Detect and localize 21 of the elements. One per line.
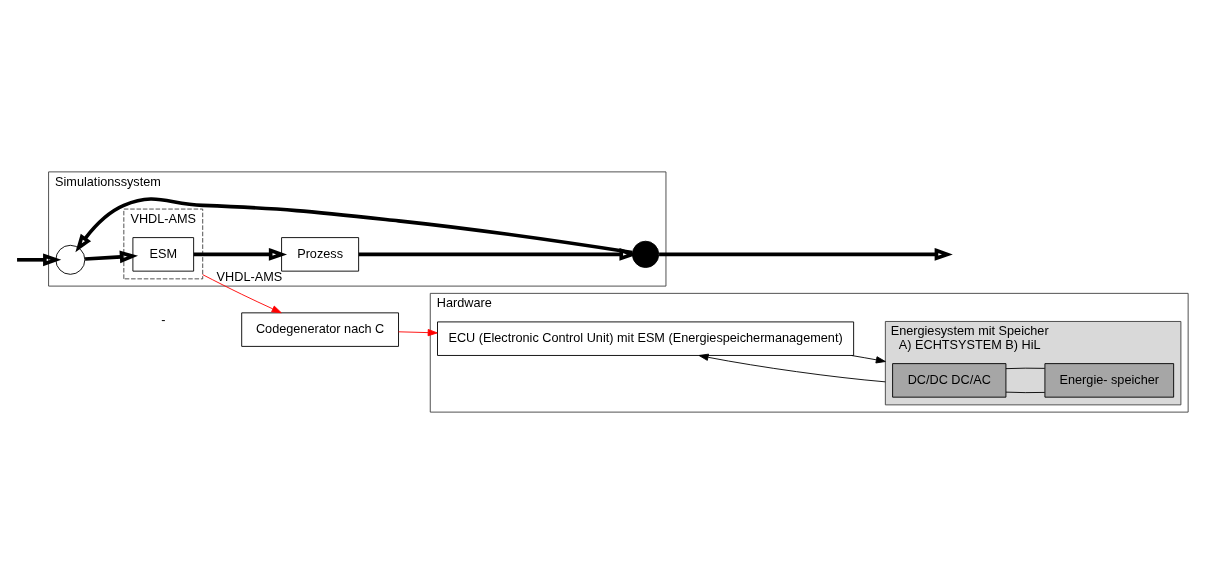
arrow	[398, 328, 438, 336]
arrow	[659, 247, 953, 261]
node-box: Prozess	[281, 236, 360, 272]
node-dot	[631, 240, 660, 268]
node-box: Energie- speicher	[1044, 362, 1175, 398]
arrow	[698, 353, 886, 382]
arrow	[85, 250, 138, 263]
arrow	[193, 247, 288, 261]
arrow	[851, 354, 886, 363]
arrow	[17, 252, 62, 266]
node-label: VHDL-AMS	[216, 269, 283, 284]
label: -	[161, 312, 166, 327]
node-box: DC/DC DC/AC	[892, 362, 1007, 398]
arrow	[202, 273, 282, 313]
node-box: ESM	[132, 236, 195, 272]
arrow	[75, 196, 633, 254]
connector	[1005, 391, 1046, 393]
connector	[1005, 367, 1046, 369]
node-circle	[55, 244, 86, 275]
node-box: Codegenerator nach C	[241, 311, 399, 347]
node-box: ECU (Electronic Control Unit) mit ESM (Energiespeichermanagement)	[437, 320, 855, 356]
